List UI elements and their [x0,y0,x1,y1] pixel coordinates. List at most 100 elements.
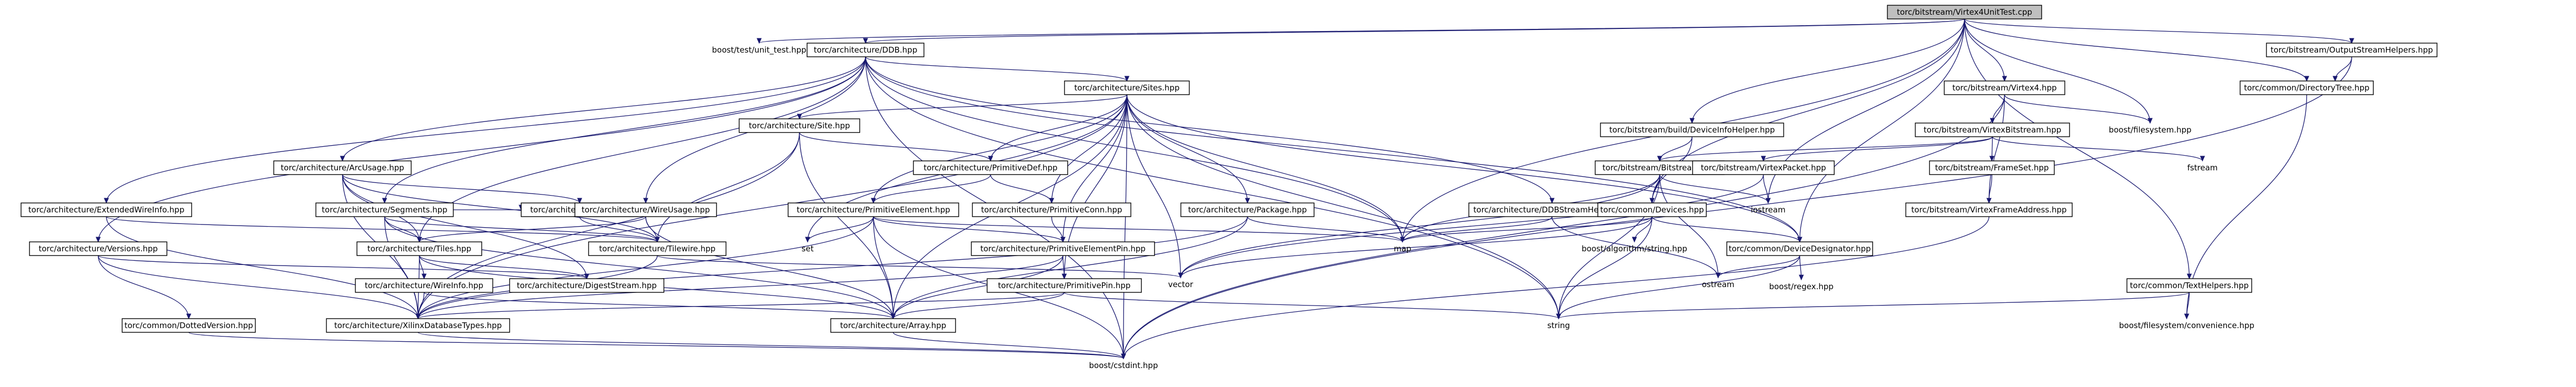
edge-line [1558,255,1801,319]
graph-node-tilewire[interactable]: torc/architecture/Tilewire.hpp [588,241,727,256]
node-label: boost/cstdint.hpp [1089,361,1158,370]
node-label: torc/bitstream/VirtexFrameAddress.hpp [1911,205,2066,215]
graph-node-devinfohelper[interactable]: torc/bitstream/build/DeviceInfoHelper.hp… [1600,123,1784,137]
edge-arrowhead [1060,237,1066,243]
edge-ostreamhelpers-to-cstdint [1121,56,2352,360]
graph-node-segments[interactable]: torc/architecture/Segments.hpp [315,202,454,217]
graph-node-sites[interactable]: torc/architecture/Sites.hpp [1064,80,1190,95]
edge-arrowhead [382,198,387,204]
node-box [2240,80,2374,95]
edge-wireinfo-to-array [423,292,896,320]
edge-arrowhead [863,38,868,44]
node-label: vector [1168,280,1193,289]
node-box [913,160,1068,175]
edge-site-to-primdef [799,132,993,162]
edge-segments-to-arc [453,205,524,211]
edge-line [865,56,1128,82]
edge-arrowhead [1689,118,1695,124]
edge-arrowhead [805,237,810,243]
graph-node-set: set [802,244,814,253]
node-label: torc/common/DirectoryTree.hpp [2244,83,2369,93]
edge-line [97,56,866,242]
node-label: torc/architecture/PrimitivePin.hpp [998,281,1131,290]
edge-arrowhead [1761,156,1766,162]
graph-node-xilinxdb[interactable]: torc/architecture/XilinxDatabaseTypes.hp… [326,318,510,333]
edge-line [1992,136,2203,161]
graph-node-boostregex: boost/regex.hpp [1769,282,1833,291]
graph-node-texthelpers[interactable]: torc/common/TextHelpers.hpp [2126,278,2252,293]
edge-line [423,292,894,319]
graph-node-primpin[interactable]: torc/architecture/PrimitivePin.hpp [987,278,1142,293]
graph-node-array[interactable]: torc/architecture/Array.hpp [830,318,956,333]
node-label: boost/regex.hpp [1769,282,1833,291]
graph-node-primconn[interactable]: torc/architecture/PrimitiveConn.hpp [972,202,1131,217]
edge-arrowhead [340,156,345,162]
edge-line [873,216,894,319]
node-label: torc/architecture/Tiles.hpp [367,244,471,253]
edge-arrowhead [797,114,802,120]
graph-node-tiles[interactable]: torc/architecture/Tiles.hpp [356,241,482,256]
node-box [122,318,256,333]
graph-node-vframeaddr[interactable]: torc/bitstream/VirtexFrameAddress.hpp [1905,202,2073,217]
node-label: string [1547,321,1570,330]
node-box [509,278,664,293]
graph-node-root[interactable]: torc/bitstream/Virtex4UnitTest.cpp [1887,5,2042,19]
graph-node-devdesignator[interactable]: torc/common/DeviceDesignator.hpp [1726,241,1873,256]
graph-node-ddb[interactable]: torc/architecture/DDB.hpp [807,43,924,57]
edge-arrowhead [104,198,109,204]
graph-node-arcusage[interactable]: torc/architecture/ArcUsage.hpp [273,160,412,175]
graph-node-ostreamhelpers[interactable]: torc/bitstream/OutputStreamHelpers.hpp [2266,43,2438,57]
node-box [273,160,412,175]
edge-line [1558,292,2190,319]
node-box [1597,202,1707,217]
graph-node-wireinfo[interactable]: torc/architecture/WireInfo.hpp [355,278,493,293]
node-label: torc/common/TextHelpers.hpp [2130,281,2249,290]
graph-node-devices[interactable]: torc/common/Devices.hpp [1597,202,1707,217]
graph-node-map: map [1394,244,1411,253]
edge-devices-to-string [1556,216,1653,320]
graph-node-versions[interactable]: torc/architecture/Versions.hpp [29,241,167,256]
edge-line [1964,18,2308,82]
graph-node-primelpin[interactable]: torc/architecture/PrimitiveElementPin.hp… [971,241,1155,256]
graph-node-digest[interactable]: torc/architecture/DigestStream.hpp [509,278,664,293]
graph-node-dirtree[interactable]: torc/common/DirectoryTree.hpp [2240,80,2374,95]
graph-node-virtex4[interactable]: torc/bitstream/Virtex4.hpp [1944,80,2065,95]
edge-line [417,94,1128,319]
edge-line [1123,94,2005,359]
edge-line [1558,216,1653,319]
edge-line [1558,174,1660,319]
edge-arrowhead [577,198,582,204]
edge-arrowhead [2186,273,2192,280]
graph-node-boostalgo: boost/algorithm/string.hpp [1582,244,1687,253]
edge-arrowhead [654,237,660,243]
graph-node-vpacket[interactable]: torc/bitstream/VirtexPacket.hpp [1692,160,1835,175]
edge-arrowhead [1245,198,1250,204]
edge-line [1180,174,1660,278]
edge-versions-to-digest [97,255,590,280]
node-box [588,241,727,256]
edge-primel-to-primelpin [873,216,1066,243]
edge-arrowhead [1049,198,1055,204]
node-label: ostream [1702,280,1735,289]
graph-node-package[interactable]: torc/architecture/Package.hpp [1180,202,1315,217]
graph-node-site[interactable]: torc/architecture/Site.hpp [739,118,860,133]
graph-node-frameset[interactable]: torc/bitstream/FrameSet.hpp [1929,160,2055,175]
graph-node-extwireinfo[interactable]: torc/architecture/ExtendedWireInfo.hpp [21,202,192,217]
edge-arrowhead [2349,38,2354,44]
edge-arrowhead [1797,237,1803,243]
node-label: torc/architecture/Package.hpp [1188,205,1307,215]
edge-line [1126,94,1403,242]
graph-node-v4bitstream[interactable]: torc/bitstream/VirtexBitstream.hpp [1915,123,2070,137]
graph-node-primdef[interactable]: torc/architecture/PrimitiveDef.hpp [913,160,1068,175]
node-box [29,241,167,256]
edge-extwireinfo-to-tilewire [106,216,660,243]
graph-node-wireusage[interactable]: torc/architecture/WireUsage.hpp [574,202,717,217]
edge-line [892,216,1248,319]
edge-line [97,255,190,319]
edge-v4bitstream-to-vpacket [1761,136,1993,162]
edge-sites-to-site [797,94,1128,120]
graph-node-primel[interactable]: torc/architecture/PrimitiveElement.hpp [788,202,959,217]
graph-node-dottedver[interactable]: torc/common/DottedVersion.hpp [122,318,256,333]
edge-line [1126,94,1559,319]
edge-frameset-to-vframeaddr [1986,174,1993,204]
